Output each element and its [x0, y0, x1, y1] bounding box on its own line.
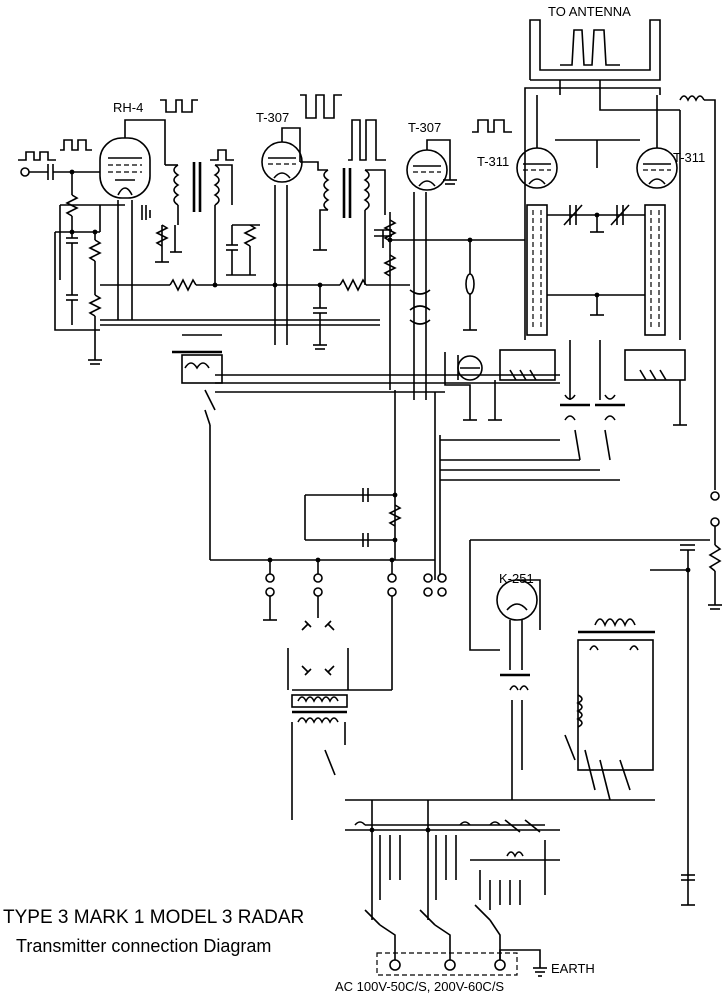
lecher-line-left	[526, 204, 548, 336]
ac-terminal-2	[444, 959, 456, 971]
filament-section	[444, 340, 687, 461]
k251-transformer	[564, 618, 655, 801]
interstage-transformer-1	[155, 149, 234, 285]
label-t307-first: T-307	[256, 110, 289, 125]
label-t311-left: T-311	[477, 154, 509, 169]
input-pulse-waveform	[18, 151, 56, 161]
junction-dots	[69, 169, 691, 833]
ac-terminal-1	[389, 959, 401, 971]
title-line-1: TYPE 3 MARK 1 MODEL 3 RADAR	[3, 907, 304, 928]
label-ac-supply: AC 100V-50C/S, 200V-60C/S	[335, 979, 504, 994]
rh4-pulse-waveform	[160, 99, 198, 113]
series-resistor-2	[339, 278, 367, 292]
lecher-line-right	[644, 204, 666, 336]
label-rh4: RH-4	[113, 100, 143, 115]
input-stage: RH-4	[18, 99, 198, 320]
t307-second-grid-waveform	[348, 119, 386, 161]
t307-first-waveform	[300, 94, 342, 119]
interstage-transformer-2	[300, 119, 386, 285]
t307-second-plate-waveform	[472, 119, 512, 133]
power-switch-bank: EARTH AC 100V-50C/S, 200V-60C/S	[335, 799, 655, 994]
bridge-rectifier	[287, 618, 392, 820]
hv-network	[210, 390, 620, 690]
grid-pulse-waveform	[60, 139, 92, 151]
tube-k251: K-251	[469, 539, 710, 906]
label-antenna: TO ANTENNA	[548, 4, 631, 19]
antenna-choke-coil	[679, 95, 705, 102]
tube-t307-first: T-307	[226, 94, 342, 345]
label-earth: EARTH	[551, 961, 595, 976]
bias-network	[54, 231, 410, 365]
label-t307-second: T-307	[408, 120, 441, 135]
pulse-transformer	[172, 334, 560, 560]
tube-t307-second: T-307	[374, 119, 512, 400]
label-k251: K-251	[499, 571, 534, 586]
tube-rh4	[99, 137, 151, 199]
ac-terminal-box	[376, 952, 518, 976]
antenna-pulse-waveform	[560, 29, 620, 66]
t307-grid-waveform	[210, 149, 234, 161]
title-line-2: Transmitter connection Diagram	[16, 936, 271, 956]
series-resistor-1	[169, 278, 197, 292]
earth-terminal	[494, 959, 506, 971]
antenna-feed	[524, 19, 722, 610]
label-t311-right: T-311	[673, 150, 705, 165]
